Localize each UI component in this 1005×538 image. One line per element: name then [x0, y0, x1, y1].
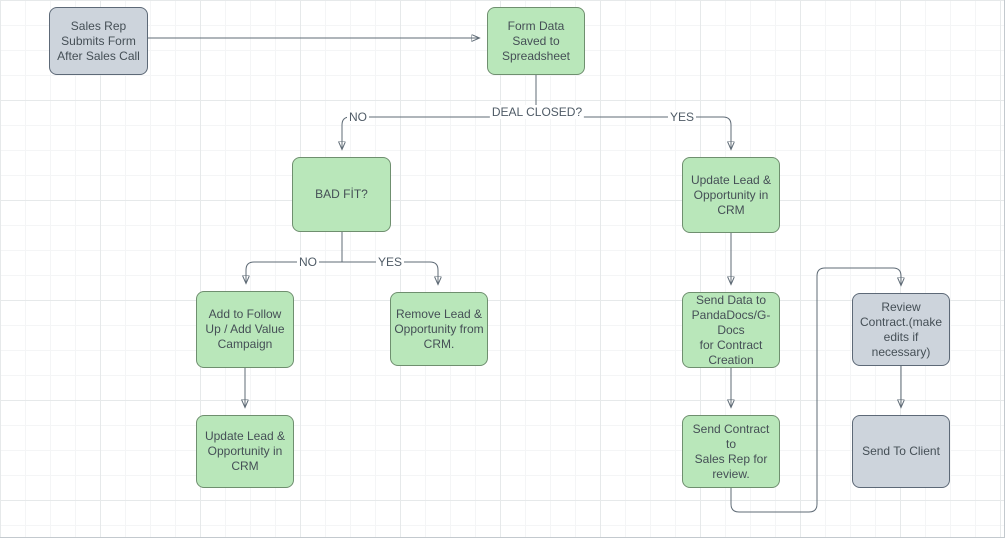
node-label: Update Lead & Opportunity in CRM [204, 429, 286, 473]
edge-label-deal-closed[interactable]: DEAL CLOSED? [489, 105, 585, 119]
node-label: Form Data Saved to Spreadsheet [501, 18, 571, 63]
node-send-to-client[interactable]: Send To Client [852, 415, 950, 488]
node-form-data-saved[interactable]: Form Data Saved to Spreadsheet [487, 7, 585, 75]
node-review-contract[interactable]: Review Contract.(make edits if necessary… [852, 293, 950, 366]
node-bad-fit[interactable]: BAD FİT? [292, 157, 391, 232]
connector-badfit-yes [342, 261, 438, 284]
connector-sendcontract-to-review [730, 267, 901, 513]
node-label: Review Contract.(make edits if necessary… [859, 299, 943, 359]
edge-label-bad-fit-yes[interactable]: YES [375, 255, 405, 269]
node-update-lead-left[interactable]: Update Lead & Opportunity in CRM [196, 415, 294, 488]
edge-label-deal-closed-no[interactable]: NO [347, 110, 369, 124]
node-remove-lead[interactable]: Remove Lead & Opportunity from CRM. [390, 292, 488, 366]
node-label: Send To Client [862, 444, 940, 458]
connector-dealclosed-no [342, 116, 536, 149]
node-label: Sales Rep Submits Form After Sales Call [57, 18, 140, 63]
node-update-lead-right[interactable]: Update Lead & Opportunity in CRM [682, 157, 780, 233]
edge-label-deal-closed-yes[interactable]: YES [667, 110, 697, 124]
connector-dealclosed-yes [536, 116, 731, 149]
node-sales-rep-submits-form[interactable]: Sales Rep Submits Form After Sales Call [49, 7, 148, 75]
node-label: Send Contract to Sales Rep for review. [692, 421, 770, 481]
node-label: Add to Follow Up / Add Value Campaign [205, 307, 285, 351]
node-label: Update Lead & Opportunity in CRM [690, 172, 772, 217]
node-label: BAD FİT? [315, 187, 368, 201]
connector-badfit-no [246, 261, 342, 283]
node-label: Remove Lead & Opportunity from CRM. [394, 306, 484, 351]
node-send-contract-sales-rep[interactable]: Send Contract to Sales Rep for review. [682, 415, 780, 488]
edge-label-bad-fit-no[interactable]: NO [297, 255, 319, 269]
node-label: Send Data to PandaDocs/G-Docs for Contra… [691, 292, 771, 367]
node-add-to-follow-up[interactable]: Add to Follow Up / Add Value Campaign [196, 291, 294, 368]
node-send-data-pandadocs[interactable]: Send Data to PandaDocs/G-Docs for Contra… [682, 292, 780, 368]
